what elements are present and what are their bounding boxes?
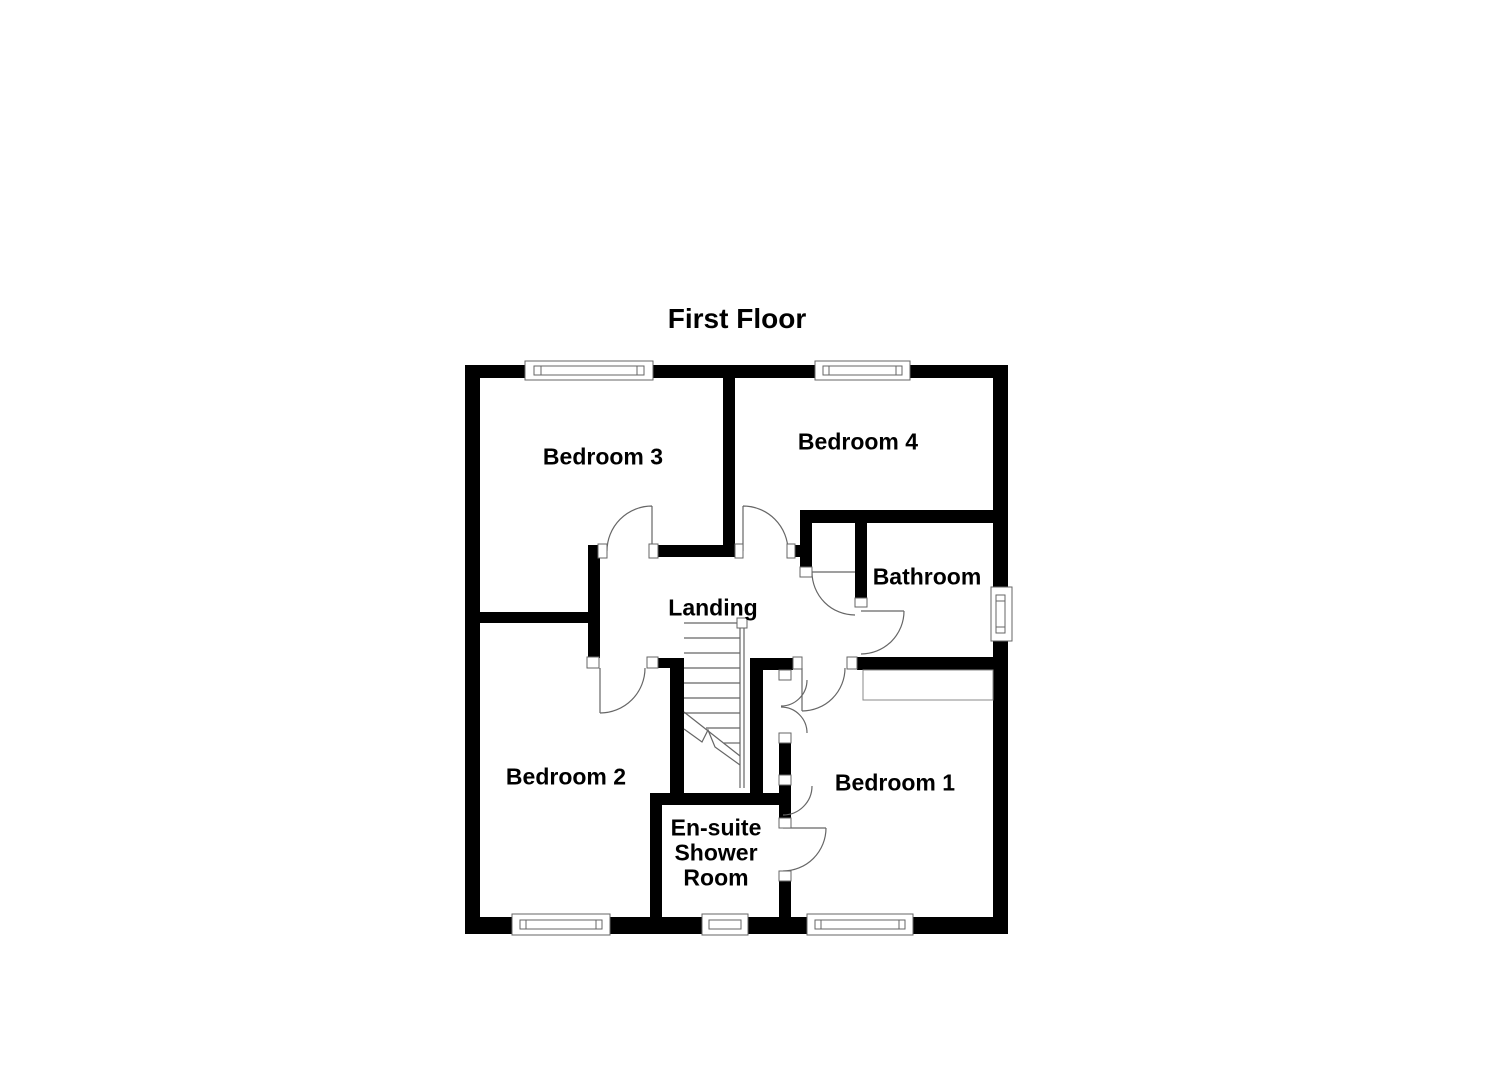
door-vestibule [811, 571, 856, 616]
room-label-ensuite-line2: Shower [674, 839, 758, 866]
staircase [683, 622, 745, 788]
wall-ensuite-east [779, 881, 791, 917]
door-bedroom3 [606, 505, 653, 552]
door-cupboard-small [782, 785, 813, 816]
wall-stair-right [750, 658, 763, 793]
room-label-bedroom2: Bedroom 2 [505, 763, 627, 790]
door-jambs [586, 543, 868, 882]
wall-landing-west [588, 545, 600, 658]
room-label-bedroom1: Bedroom 1 [834, 769, 956, 796]
wall-bedroom4-south [800, 510, 993, 523]
wall-stair-left [670, 658, 684, 793]
door-bathroom [860, 610, 905, 655]
door-cupboard-upper [780, 679, 808, 707]
wall-vestibule-west [800, 523, 812, 567]
stair-rail [739, 623, 745, 788]
room-label-landing: Landing [668, 594, 758, 621]
wardrobe-bedroom1 [862, 669, 994, 701]
wall-ensuite-north [650, 793, 790, 805]
page-title: First Floor [667, 303, 807, 334]
room-label-ensuite-line3: Room [683, 864, 749, 891]
stair-newel-cap [736, 617, 748, 629]
room-label-bedroom4: Bedroom 4 [797, 428, 919, 455]
stair-up-arrow [683, 728, 741, 766]
room-label-bathroom: Bathroom [872, 563, 982, 590]
door-ensuite [782, 827, 827, 872]
room-label-bedroom3: Bedroom 3 [542, 443, 664, 470]
wall-cupboard-strip-1 [779, 743, 791, 775]
door-bedroom2 [599, 667, 646, 714]
window-bedroom2 [511, 913, 611, 936]
room-label-ensuite-line1: En-suite [670, 814, 762, 841]
window-bedroom1 [806, 913, 914, 936]
window-bedroom4 [814, 360, 911, 381]
outer-wall-left [465, 365, 480, 934]
wall-landing-south-stub-left [658, 658, 670, 668]
wall-bedroom3-bedroom4 [723, 378, 735, 545]
window-ensuite [701, 913, 749, 936]
wall-bedroom3-bedroom2 [480, 612, 588, 623]
stair-break-line [683, 711, 741, 757]
window-bathroom [990, 586, 1013, 642]
room-label-ensuite: En-suite Shower Room [670, 814, 762, 891]
door-cupboard-lower [780, 706, 808, 734]
wall-bathroom-west [855, 523, 867, 598]
wall-ensuite-west [650, 805, 662, 917]
window-bedroom3 [524, 360, 654, 381]
wall-bedroom1-north [857, 657, 993, 670]
door-bedroom1 [801, 667, 846, 712]
wall-landing-north [658, 545, 735, 557]
outer-wall-right [993, 365, 1008, 934]
wall-landing-south-stub-right [763, 658, 793, 670]
door-bedroom4 [742, 505, 789, 552]
